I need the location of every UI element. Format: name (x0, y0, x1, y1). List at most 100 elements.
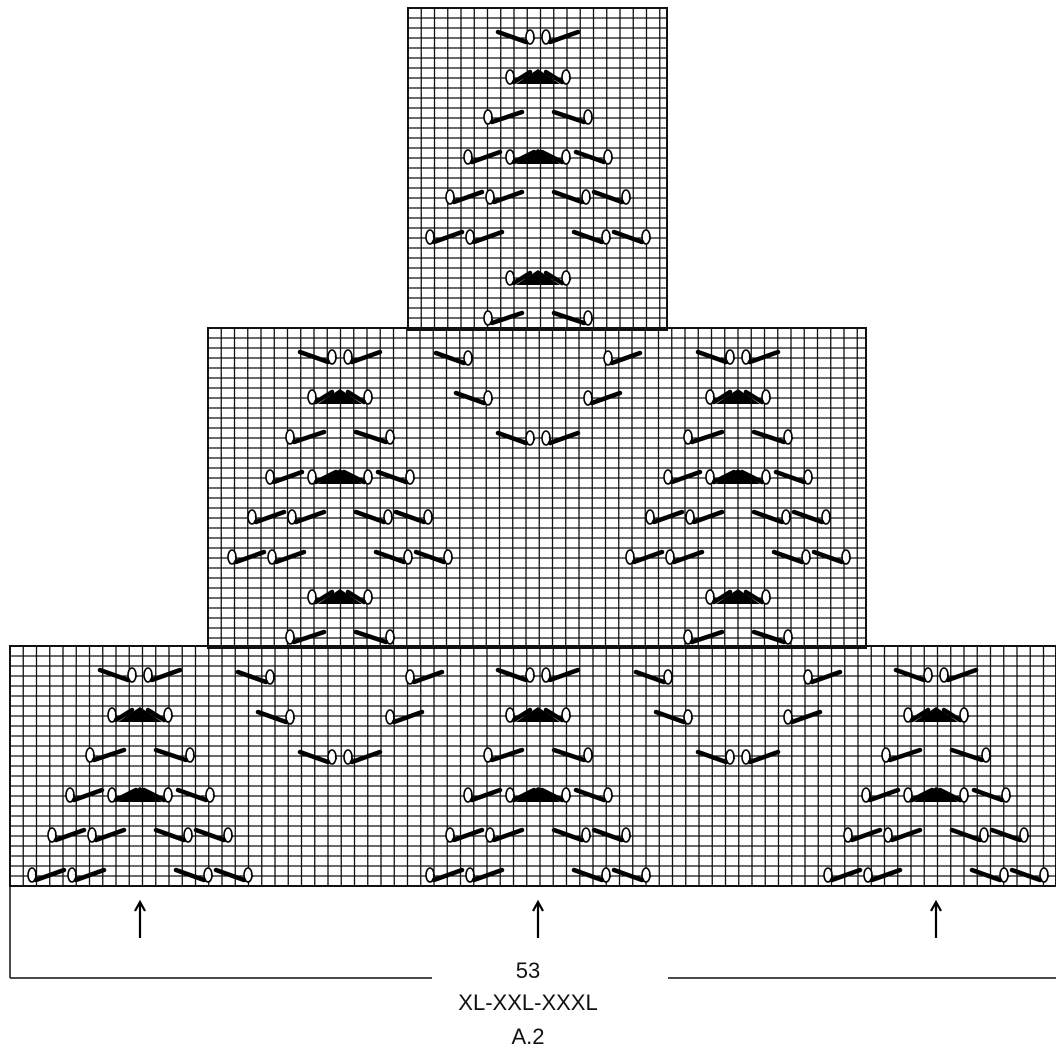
cable-cross-right-icon (969, 867, 1010, 883)
cable-cross-left-icon (903, 787, 935, 803)
cable-cross-left-icon (705, 389, 733, 405)
triangle-decrease-icon (118, 707, 162, 722)
cable-cross-left-icon (823, 867, 863, 883)
cable-cross-left-icon (87, 827, 127, 843)
cable-cross-left-icon (685, 509, 725, 525)
cable-cross-left-icon (683, 429, 725, 445)
cable-cross-right-icon (591, 827, 632, 843)
cable-cross-left-icon (741, 749, 781, 765)
cable-cross-left-icon (285, 629, 327, 645)
cable-cross-left-icon (625, 549, 665, 565)
cable-cross-right-icon (345, 589, 374, 605)
cable-cross-right-icon (341, 469, 374, 485)
cable-cross-left-icon (307, 589, 335, 605)
cable-cross-left-icon (783, 709, 823, 725)
up-arrow-icon (134, 899, 146, 938)
cable-cross-left-icon (405, 669, 445, 685)
cable-cross-left-icon (881, 747, 923, 763)
cable-cross-left-icon (343, 749, 383, 765)
cable-cross-left-icon (741, 349, 781, 365)
cable-cross-left-icon (425, 867, 465, 883)
cable-cross-left-icon (803, 669, 843, 685)
grid-block-outline (407, 7, 668, 331)
cable-cross-left-icon (307, 469, 339, 485)
chart-name-label: A.2 (511, 1024, 545, 1049)
cable-cross-right-icon (551, 189, 592, 205)
cable-cross-right-icon (175, 787, 216, 803)
grid-block-outline (9, 645, 1056, 887)
cable-cross-right-icon (543, 69, 572, 85)
cable-cross-left-icon (583, 390, 623, 406)
cable-cross-right-icon (97, 667, 138, 683)
cable-cross-right-icon (345, 389, 374, 405)
cable-cross-right-icon (743, 389, 772, 405)
cable-cross-right-icon (971, 787, 1012, 803)
cable-cross-right-icon (353, 629, 396, 645)
cable-cross-right-icon (551, 310, 594, 326)
cable-cross-left-icon (47, 827, 87, 843)
cable-cross-left-icon (445, 189, 485, 205)
cable-cross-right-icon (695, 349, 736, 365)
triangle-decrease-icon (516, 707, 560, 722)
cable-cross-left-icon (465, 867, 505, 883)
cable-cross-left-icon (463, 149, 503, 165)
cable-cross-left-icon (939, 667, 979, 683)
cable-cross-left-icon (505, 707, 533, 723)
triangle-decrease-icon (318, 589, 362, 604)
cable-cross-left-icon (645, 509, 685, 525)
cable-cross-right-icon (141, 787, 174, 803)
cable-cross-right-icon (751, 509, 792, 525)
cable-cross-right-icon (393, 509, 434, 525)
cable-cross-left-icon (483, 747, 525, 763)
cable-cross-left-icon (143, 667, 183, 683)
cable-cross-left-icon (65, 787, 105, 803)
triangle-decrease-icon (716, 469, 760, 484)
cable-cross-right-icon (213, 867, 254, 883)
cable-cross-right-icon (751, 629, 794, 645)
cable-cross-left-icon (541, 29, 581, 45)
cable-cross-left-icon (483, 310, 525, 326)
cable-cross-right-icon (791, 509, 832, 525)
cable-cross-right-icon (653, 709, 694, 725)
cable-cross-right-icon (611, 229, 652, 245)
cable-cross-right-icon (989, 827, 1030, 843)
cable-cross-right-icon (551, 109, 594, 125)
cable-cross-right-icon (739, 469, 772, 485)
cable-cross-right-icon (353, 429, 396, 445)
cable-cross-left-icon (665, 549, 705, 565)
triangle-decrease-icon (914, 707, 958, 722)
cable-cross-left-icon (107, 787, 139, 803)
cable-cross-right-icon (193, 827, 234, 843)
cable-cross-right-icon (433, 350, 474, 366)
triangle-decrease-icon (716, 389, 760, 404)
cable-cross-right-icon (495, 29, 536, 45)
cable-cross-left-icon (505, 69, 533, 85)
cable-cross-right-icon (373, 549, 414, 565)
cable-cross-right-icon (495, 667, 536, 683)
cable-cross-left-icon (505, 787, 537, 803)
cable-cross-left-icon (861, 787, 901, 803)
cable-cross-right-icon (297, 749, 338, 765)
triangle-decrease-icon (516, 149, 560, 164)
cable-cross-right-icon (153, 747, 196, 763)
cable-cross-left-icon (541, 430, 581, 446)
cable-cross-left-icon (705, 469, 737, 485)
cable-cross-right-icon (773, 469, 814, 485)
cable-cross-right-icon (633, 669, 674, 685)
triangle-decrease-icon (716, 589, 760, 604)
cable-cross-left-icon (663, 469, 703, 485)
cable-cross-left-icon (107, 707, 135, 723)
cable-cross-right-icon (937, 787, 970, 803)
cable-cross-right-icon (811, 549, 852, 565)
cable-cross-right-icon (571, 229, 612, 245)
cable-cross-right-icon (573, 149, 614, 165)
cable-cross-right-icon (153, 827, 194, 843)
cable-cross-right-icon (551, 827, 592, 843)
cable-cross-left-icon (307, 389, 335, 405)
triangle-decrease-icon (914, 787, 958, 802)
cable-cross-right-icon (591, 189, 632, 205)
cable-cross-right-icon (543, 707, 572, 723)
cable-cross-left-icon (285, 429, 327, 445)
cable-cross-right-icon (573, 787, 614, 803)
